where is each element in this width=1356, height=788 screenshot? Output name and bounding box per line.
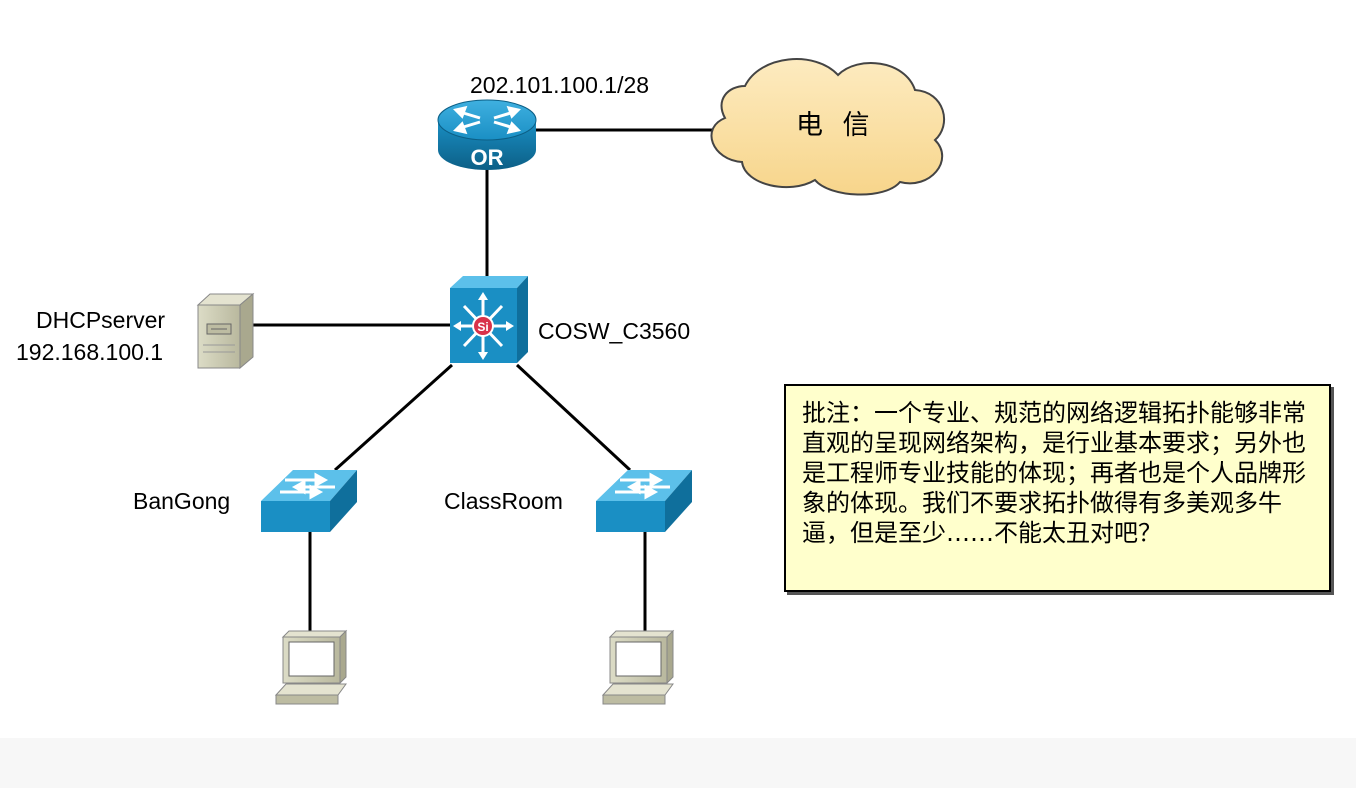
bottom-strip [0,738,1356,788]
core-switch-icon: Si [450,276,528,363]
access-switch-classroom-label: ClassRoom [444,488,563,514]
router-badge: OR [471,145,504,170]
access-switch-classroom-icon [596,470,692,532]
server-icon [196,292,255,370]
router-icon: OR [437,99,537,170]
router-ip-label: 202.101.100.1/28 [470,72,650,98]
access-switch-bangong-icon [261,470,357,532]
cloud-label: 电 信 [796,110,876,140]
core-switch-badge: Si [477,320,488,334]
pc-bangong-icon [274,629,348,705]
core-switch-label: COSW_C3560 [538,318,691,344]
annotation-text: 批注：一个专业、规范的网络逻辑拓扑能够非常直观的呈现网络架构，是行业基本要求；另… [802,399,1306,547]
dhcp-server-ip: 192.168.100.1 [16,339,164,365]
pc-classroom-icon [601,629,675,705]
link-core-classroom [515,363,632,472]
dhcp-server-name: DHCPserver [36,307,166,333]
access-switch-bangong-label: BanGong [133,488,231,514]
links [252,128,712,632]
link-core-bangong [333,363,454,472]
annotation-note: 批注：一个专业、规范的网络逻辑拓扑能够非常直观的呈现网络架构，是行业基本要求；另… [784,384,1331,592]
cloud-icon [710,58,945,196]
